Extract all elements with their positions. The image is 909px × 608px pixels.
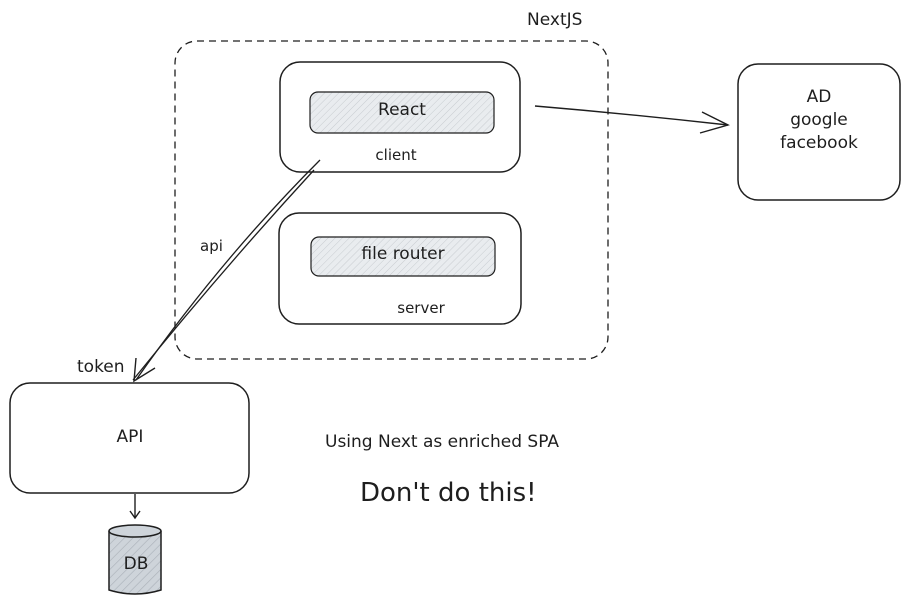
react-box <box>309 91 495 134</box>
api-box <box>9 382 250 494</box>
db-label: DB <box>123 554 149 574</box>
warning-text: Don't do this! <box>360 478 537 508</box>
external-line-facebook: facebook <box>780 133 858 153</box>
file-router-label: file router <box>361 244 445 264</box>
react-label: React <box>378 100 426 120</box>
external-services-label: AD google facebook <box>780 86 858 155</box>
client-label: client <box>375 146 417 164</box>
arrow-api-to-db <box>129 494 141 520</box>
file-router-box <box>310 236 496 277</box>
arrow-client-to-external <box>534 105 730 134</box>
external-services-box <box>737 63 901 201</box>
edge-token-label: token <box>77 357 125 377</box>
api-label: API <box>116 427 144 447</box>
caption-text: Using Next as enriched SPA <box>325 432 559 452</box>
nextjs-container <box>174 40 609 360</box>
nextjs-label: NextJS <box>527 10 583 30</box>
db-cylinder <box>108 524 162 595</box>
external-line-ad: AD <box>806 87 832 107</box>
arrow-client-to-api <box>132 159 321 383</box>
external-line-google: google <box>790 110 848 130</box>
server-label: server <box>397 299 445 317</box>
edge-api-label: api <box>200 237 223 255</box>
